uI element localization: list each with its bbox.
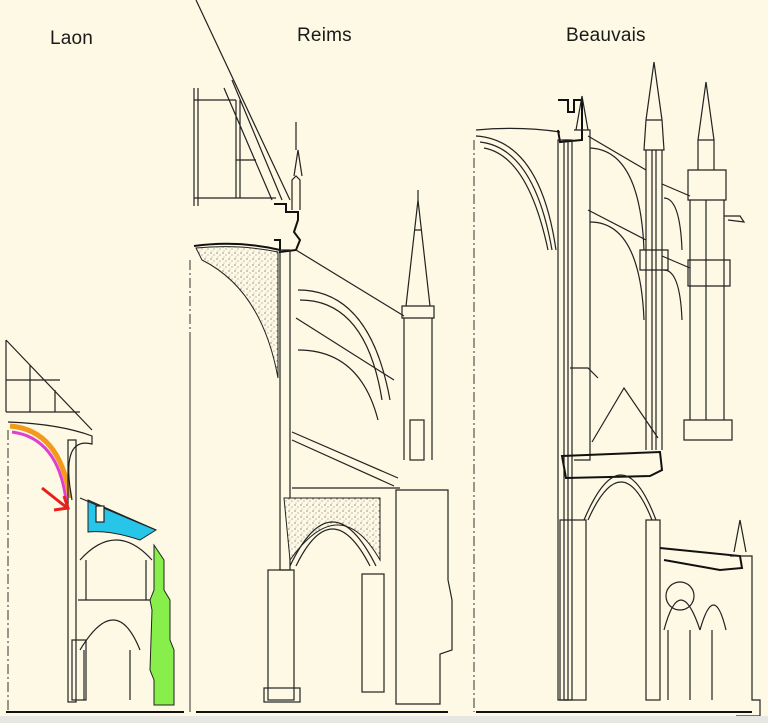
laon-roof-truss	[5, 339, 93, 431]
laon-vault-inner	[11, 430, 68, 501]
beauvais-exterior-buttress	[730, 555, 761, 717]
reims-roof-truss	[193, 79, 283, 206]
reims-flying-buttress-lower	[295, 317, 395, 421]
laon-gallery-roof	[87, 499, 158, 541]
laon-section	[5, 339, 191, 713]
label-laon: Laon	[50, 28, 94, 49]
label-beauvais: Beauvais	[566, 25, 646, 46]
beauvais-small-pinnacle	[733, 519, 747, 553]
reims-buttress-pinnacle	[401, 190, 435, 460]
bottom-border	[0, 716, 768, 723]
reims-wall-pinnacle	[291, 122, 303, 210]
beauvais-outer-pinnacle	[683, 81, 733, 441]
reims-roof-extension-line	[195, 0, 291, 201]
reims-aisle-vault	[283, 497, 381, 562]
beauvais-flying-buttress-upper	[587, 135, 691, 251]
reims-section	[189, 79, 453, 713]
reims-upper-vault	[195, 246, 279, 379]
laon-nave-pier	[67, 439, 77, 703]
beauvais-rose-window	[665, 581, 695, 611]
beauvais-gargoyle	[724, 215, 746, 223]
laon-arrow-annotation	[41, 486, 70, 512]
label-reims: Reims	[297, 25, 352, 46]
beauvais-section	[473, 61, 761, 717]
reims-exterior-buttress	[395, 489, 453, 705]
reims-flying-buttress-upper	[295, 249, 405, 401]
beauvais-upper-vault	[475, 127, 561, 251]
beauvais-middle-pinnacle	[639, 61, 669, 450]
laon-vault-outer	[9, 423, 73, 499]
laon-exterior-buttress	[149, 543, 175, 706]
beauvais-flying-buttress-lower	[587, 209, 691, 321]
beauvais-aisle-roof-triangle	[591, 386, 659, 443]
